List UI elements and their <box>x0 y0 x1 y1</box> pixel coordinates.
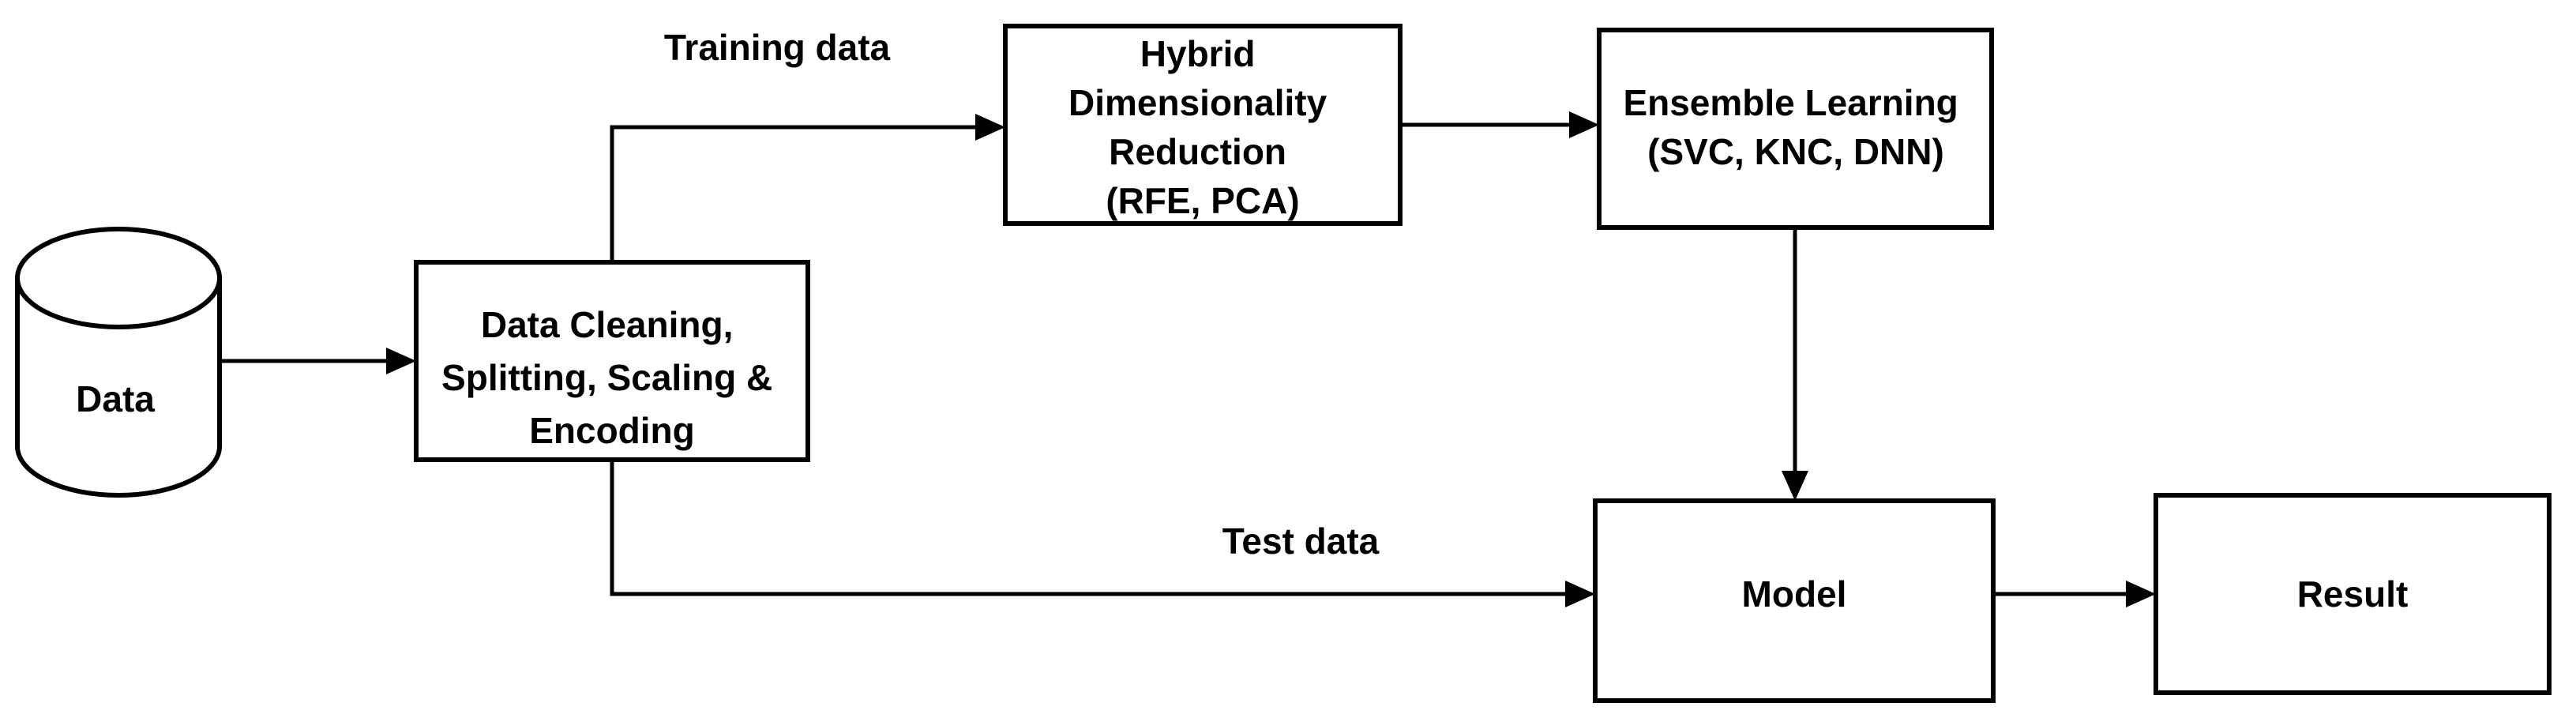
training-data-label: Training data <box>664 27 891 68</box>
edge-line <box>610 460 1568 596</box>
node-dimensionality-reduction: Hybrid Dimensionality Reduction (RFE, PC… <box>1003 24 1403 226</box>
preprocessing-box <box>414 260 810 462</box>
label-line: Hybrid <box>1140 33 1256 74</box>
edge-ensemble-to-model <box>1782 229 1808 501</box>
edge-model-to-result <box>1993 581 2156 607</box>
label-line: Encoding <box>529 410 695 451</box>
arrowhead-right-icon <box>1569 111 1599 138</box>
node-model: Model <box>1593 498 1996 703</box>
label-line: Dimensionality <box>1068 82 1327 123</box>
model-box <box>1593 498 1996 703</box>
edge-line <box>610 125 978 262</box>
arrowhead-right-icon <box>1565 581 1595 607</box>
cylinder-top <box>15 227 222 329</box>
node-ensemble-learning: Ensemble Learning (SVC, KNC, DNN) <box>1597 28 1994 230</box>
node-data-store: Data <box>15 227 222 498</box>
arrowhead-down-icon <box>1782 471 1808 501</box>
edge-training-data: Training data <box>610 27 1005 262</box>
label-line: Data Cleaning, <box>481 304 734 345</box>
edge-test-data: Test data <box>610 460 1595 607</box>
preprocessing-label: Data Cleaning, Splitting, Scaling & Enco… <box>441 304 783 451</box>
data-store-label: Data <box>76 378 155 419</box>
test-data-label: Test data <box>1222 521 1380 562</box>
result-label: Result <box>2297 573 2409 615</box>
label-line: Reduction <box>1109 131 1286 172</box>
edge-data-to-preprocessing <box>220 348 416 374</box>
label-line: (RFE, PCA) <box>1106 180 1299 221</box>
ensemble-learning-box <box>1597 28 1994 230</box>
ensemble-learning-label: Ensemble Learning (SVC, KNC, DNN) <box>1623 82 1968 172</box>
label-line: (SVC, KNC, DNN) <box>1647 131 1944 172</box>
arrowhead-right-icon <box>2126 581 2156 607</box>
node-result: Result <box>2154 493 2552 695</box>
arrowhead-right-icon <box>975 114 1005 141</box>
dimensionality-reduction-label: Hybrid Dimensionality Reduction (RFE, PC… <box>1068 33 1337 221</box>
node-preprocessing: Data Cleaning, Splitting, Scaling & Enco… <box>414 260 810 462</box>
label-line: Ensemble Learning <box>1623 82 1958 123</box>
arrowhead-right-icon <box>386 348 416 374</box>
label-line: Splitting, Scaling & <box>441 357 772 398</box>
edge-reduction-to-ensemble <box>1400 111 1599 138</box>
model-label: Model <box>1742 573 1847 615</box>
cylinder-body <box>15 278 222 498</box>
result-box <box>2154 493 2552 695</box>
dimensionality-reduction-box <box>1003 24 1403 226</box>
